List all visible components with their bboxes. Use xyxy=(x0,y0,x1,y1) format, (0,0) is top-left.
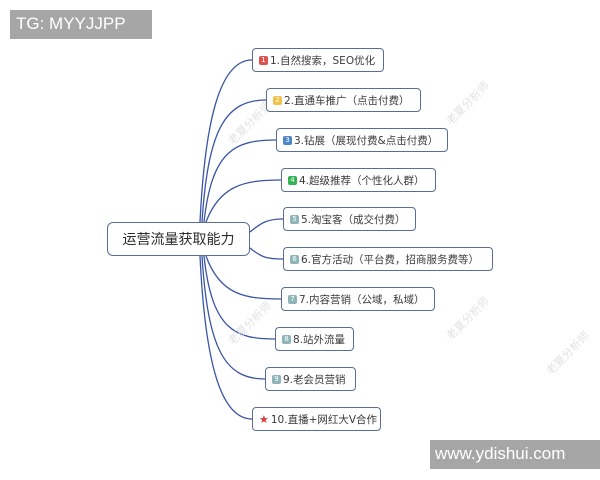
branch-label: 4.超级推荐（个性化人群） xyxy=(299,174,425,187)
branch-label: 3.钻展（展现付费&点击付费） xyxy=(294,134,439,147)
top-left-watermark-tag: TG: MYYJJPP xyxy=(10,10,152,39)
branch-node-7[interactable]: 7 7.内容营销（公域，私域） xyxy=(281,287,435,311)
connector-10 xyxy=(199,255,253,420)
branch-label: 1.自然搜索，SEO优化 xyxy=(270,54,376,67)
branch-node-9[interactable]: 9 9.老会员营销 xyxy=(265,367,356,391)
branch-node-3[interactable]: 3 3.钻展（展现付费&点击付费） xyxy=(276,128,448,152)
priority-3-icon: 3 xyxy=(283,135,292,145)
connector-2 xyxy=(201,99,267,223)
center-topic-label: 运营流量获取能力 xyxy=(122,232,235,248)
connector-7 xyxy=(205,255,282,300)
connector-9 xyxy=(201,255,266,380)
priority-5-icon: 5 xyxy=(290,214,299,224)
branch-node-1[interactable]: 1 1.自然搜索，SEO优化 xyxy=(252,48,384,72)
branch-node-4[interactable]: 4 4.超级推荐（个性化人群） xyxy=(281,168,436,192)
branch-label: 6.官方活动（平台费，招商服务费等） xyxy=(301,253,480,266)
branch-node-5[interactable]: 5 5.淘宝客（成交付费） xyxy=(283,207,416,231)
branch-label: 8.站外流量 xyxy=(293,333,346,346)
connector-8 xyxy=(203,255,276,340)
connector-6 xyxy=(249,247,284,260)
branch-node-10[interactable]: ★ 10.直播+网红大V合作 xyxy=(252,407,381,431)
connector-3 xyxy=(203,139,277,223)
priority-6-icon: 6 xyxy=(290,254,299,264)
priority-8-icon: 8 xyxy=(282,334,291,344)
priority-7-icon: 7 xyxy=(288,294,297,304)
priority-4-icon: 4 xyxy=(288,175,297,185)
center-topic-node[interactable]: 运营流量获取能力 xyxy=(107,222,250,256)
branch-label: 2.直通车推广（点击付费） xyxy=(284,94,410,107)
connector-4 xyxy=(205,179,282,223)
branch-label: 7.内容营销（公域，私域） xyxy=(299,293,425,306)
star-icon: ★ xyxy=(259,412,269,426)
priority-2-icon: 2 xyxy=(273,95,282,105)
branch-label: 10.直播+网红大V合作 xyxy=(270,413,378,426)
bottom-right-site-tag: www.ydishui.com xyxy=(430,440,600,469)
branch-node-8[interactable]: 8 8.站外流量 xyxy=(275,327,354,351)
priority-9-icon: 9 xyxy=(272,374,281,384)
connector-1 xyxy=(199,59,253,223)
branch-node-2[interactable]: 2 2.直通车推广（点击付费） xyxy=(266,88,421,112)
priority-1-icon: 1 xyxy=(259,55,268,65)
branch-node-6[interactable]: 6 6.官方活动（平台费，招商服务费等） xyxy=(283,247,493,271)
branch-label: 9.老会员营销 xyxy=(283,373,346,386)
branch-label: 5.淘宝客（成交付费） xyxy=(301,213,406,226)
connector-5 xyxy=(249,218,284,233)
